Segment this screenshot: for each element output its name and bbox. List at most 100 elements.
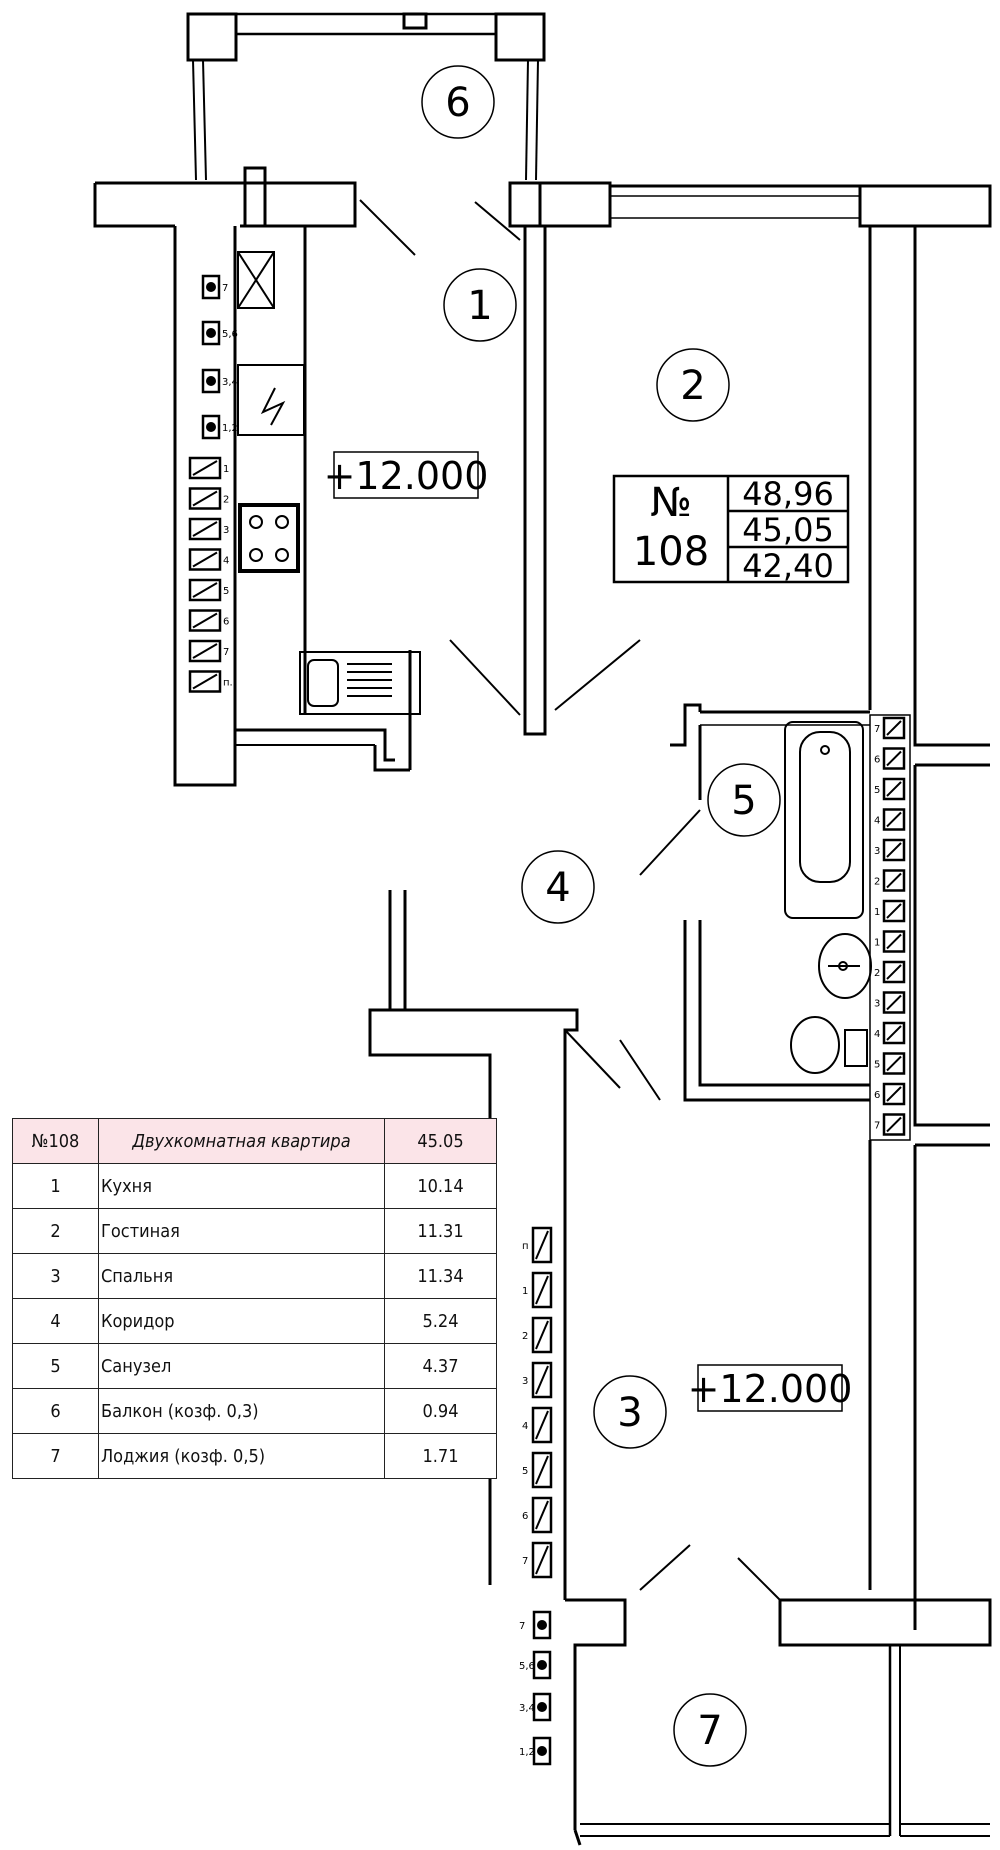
right-walls xyxy=(868,226,990,1630)
legend-apartment-type: Двухкомнатная квартира xyxy=(98,1118,385,1164)
riser-label: 1 xyxy=(522,1286,528,1297)
legend-room-number: 6 xyxy=(12,1388,99,1434)
legend-room-name: Балкон (козф. 0,3) xyxy=(98,1388,385,1434)
legend-room-number: 2 xyxy=(12,1208,99,1254)
room-marker-7: 7 xyxy=(697,1708,722,1754)
riser-label: 5,6 xyxy=(519,1661,535,1672)
kitchen-vent-riser-slash xyxy=(192,490,218,507)
riser-label: 6 xyxy=(874,1090,880,1101)
legend-room-area: 0.94 xyxy=(384,1388,497,1434)
legend-room-name: Спальня xyxy=(98,1253,385,1299)
kitchen-vent-riser-slash xyxy=(192,582,218,598)
legend-apartment-code: №108 xyxy=(12,1118,99,1164)
riser-label: 7 xyxy=(519,1621,525,1632)
riser-label: 2 xyxy=(522,1331,528,1342)
legend-room-name: Коридор xyxy=(98,1298,385,1344)
kitchen-fixtures xyxy=(237,251,421,715)
bedroom-vent-riser-slash xyxy=(535,1365,549,1395)
bath-vent-riser-slash xyxy=(886,903,902,919)
riser-label: 1 xyxy=(874,907,880,918)
legend-room-number: 5 xyxy=(12,1343,99,1389)
partition-kitchen-living xyxy=(359,181,641,736)
riser-label: 1 xyxy=(874,938,880,949)
riser-label: 1 xyxy=(223,464,229,475)
riser-label: 5,6 xyxy=(222,329,238,340)
riser-label: 6 xyxy=(522,1511,528,1522)
room-marker-5: 5 xyxy=(731,778,756,824)
riser-label: 5 xyxy=(874,1060,880,1071)
riser-label: п xyxy=(522,1241,529,1252)
legend-apartment-area: 45.05 xyxy=(384,1118,497,1164)
bedroom-pipe-riser-dot xyxy=(537,1660,547,1670)
legend-room-number: 1 xyxy=(12,1163,99,1209)
legend-row: 3 Спальня 11.34 xyxy=(12,1253,497,1299)
room-marker-1: 1 xyxy=(467,283,492,329)
bedroom-walls xyxy=(565,1544,992,1846)
riser-label: 7 xyxy=(874,1121,880,1132)
bedroom-vent-riser-slash xyxy=(535,1230,549,1260)
riser-label: 5 xyxy=(522,1466,528,1477)
legend-room-area: 4.37 xyxy=(384,1343,497,1389)
legend-room-name: Гостиная xyxy=(98,1208,385,1254)
kitchen-vent-riser-slash xyxy=(192,521,218,537)
riser-label: 2 xyxy=(874,877,880,888)
riser-label: 4 xyxy=(223,556,229,567)
bath-vent-riser-slash xyxy=(886,933,902,950)
legend-row: 2 Гостиная 11.31 xyxy=(12,1208,497,1254)
bathroom-fixtures xyxy=(784,721,872,1074)
riser-label: 6 xyxy=(874,755,880,766)
bedroom-vent-riser-slash xyxy=(535,1320,549,1350)
legend-room-area: 11.31 xyxy=(384,1208,497,1254)
room-marker-circle-3 xyxy=(593,1375,667,1449)
legend-row: 1 Кухня 10.14 xyxy=(12,1163,497,1209)
riser-label: 4 xyxy=(522,1421,528,1432)
legend-row: 6 Балкон (козф. 0,3) 0.94 xyxy=(12,1388,497,1434)
room-marker-circle-6 xyxy=(421,65,495,139)
bedroom-vent-riser-slash xyxy=(535,1545,549,1575)
room-marker-2: 2 xyxy=(680,363,705,409)
bedroom-vent-riser-slash xyxy=(535,1500,549,1530)
legend-room-area: 11.34 xyxy=(384,1253,497,1299)
riser-blocks: 75,63,41,21234567п.76543211234567п123456… xyxy=(188,274,906,1766)
kitchen-vent-riser-slash xyxy=(192,673,218,690)
riser-label: 4 xyxy=(874,1029,880,1040)
bath-vent-riser-slash xyxy=(886,994,902,1011)
apartment-number-box xyxy=(612,474,850,584)
riser-label: 5 xyxy=(874,785,880,796)
legend-row: 7 Лоджия (козф. 0,5) 1.71 xyxy=(12,1433,497,1479)
legend-room-number: 3 xyxy=(12,1253,99,1299)
room-marker-3: 3 xyxy=(617,1390,642,1436)
room-marker-4: 4 xyxy=(545,865,570,911)
legend-room-area: 1.71 xyxy=(384,1433,497,1479)
kitchen-vent-riser-slash xyxy=(192,551,218,568)
bath-vent-riser-slash xyxy=(886,1055,902,1072)
bath-vent-riser-slash xyxy=(886,1086,902,1102)
bedroom-vent-riser-slash xyxy=(535,1410,549,1440)
bedroom-pipe-riser-dot xyxy=(537,1702,547,1712)
apartment-area-net: 42,40 xyxy=(742,547,834,585)
bathroom-walls xyxy=(619,703,870,1102)
apartment-area-total: 48,96 xyxy=(742,475,834,513)
riser-label: 3 xyxy=(874,846,880,857)
room-legend-table: №108 Двухкомнатная квартира 45.05 1 Кухн… xyxy=(12,1118,497,1479)
bedroom-pipe-riser-dot xyxy=(537,1746,547,1756)
room-marker-circle-7 xyxy=(673,1693,747,1767)
level-mark-1: +12.000 xyxy=(324,454,489,498)
bath-vent-riser-slash xyxy=(886,964,902,980)
riser-label: 1,2 xyxy=(222,423,238,434)
kitchen-pipe-riser-dot xyxy=(206,282,216,292)
balcony-railing xyxy=(186,12,546,181)
riser-label: 7 xyxy=(522,1556,528,1567)
riser-label: 6 xyxy=(223,617,229,628)
legend-room-number: 4 xyxy=(12,1298,99,1344)
room-marker-circle-4 xyxy=(521,850,595,924)
level-mark-2: +12.000 xyxy=(688,1367,853,1411)
riser-label: 2 xyxy=(874,968,880,979)
bedroom-vent-riser-slash xyxy=(535,1275,549,1305)
riser-label: 3,4 xyxy=(519,1703,535,1714)
riser-label: 3 xyxy=(223,525,229,536)
bath-vent-riser-slash xyxy=(886,811,902,828)
bedroom-vent-riser-slash xyxy=(535,1455,549,1485)
level-mark-frame-2 xyxy=(697,1364,843,1412)
